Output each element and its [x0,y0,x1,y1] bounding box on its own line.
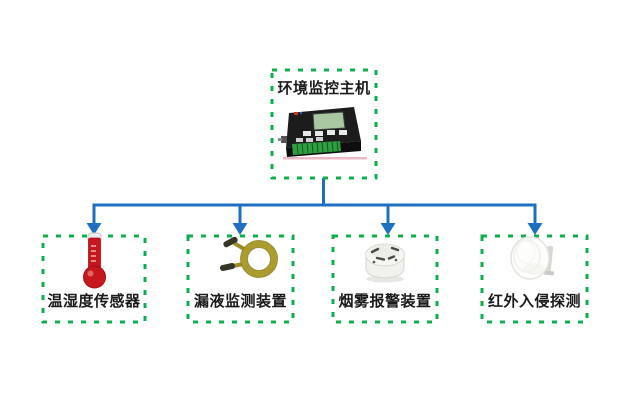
device-box-border-4 [480,234,589,324]
device-node-label-4: 红外入侵探测 [487,293,581,310]
device-node-label-1: 温湿度传感器 [47,293,141,310]
device-node-label-3: 烟雾报警装置 [338,293,432,310]
smoke-detector-icon [365,243,405,283]
infrared-dome-icon [510,236,555,280]
device-box-border-1 [41,234,147,324]
leak-cable-icon [220,236,278,278]
host-node-label: 环境监控主机 [277,80,371,97]
device-box-border-2 [186,234,295,324]
host-box-border [270,68,378,180]
device-box-border-3 [331,234,439,324]
arrowhead-icon [232,223,248,235]
connector-arrows [86,178,543,235]
device-node-label-2: 漏液监测装置 [193,293,287,310]
arrowhead-icon [380,223,396,235]
arrowhead-icon [527,223,543,235]
arrowhead-icon [86,223,102,235]
thermometer-icon [83,232,106,289]
monitoring-host-device-icon [278,107,367,160]
